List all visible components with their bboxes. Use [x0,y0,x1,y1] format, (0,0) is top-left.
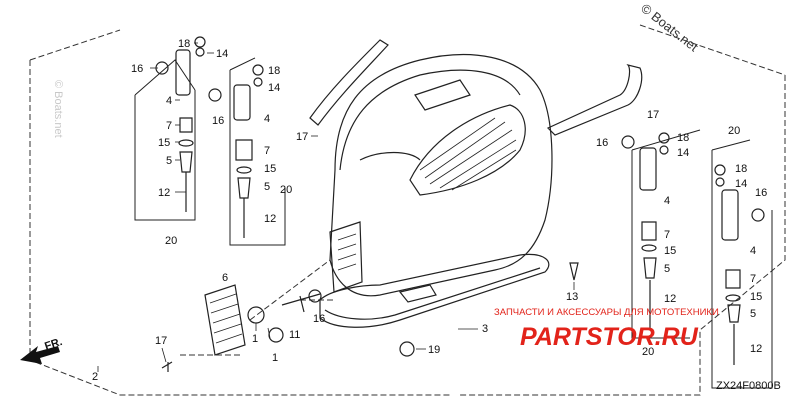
label-5: 5 [750,308,756,320]
label-11: 11 [289,329,300,341]
left-center-latch-parts [208,64,264,238]
label-18: 18 [268,65,280,77]
label-13: 13 [566,291,578,303]
right-latch-parts [714,164,765,365]
label-7: 7 [664,229,670,241]
label-14: 14 [216,48,228,60]
label-16: 16 [212,115,224,127]
label-17: 17 [647,109,659,121]
label-12: 12 [750,343,762,355]
label-17: 17 [296,131,308,143]
label-14: 14 [735,178,747,190]
label-7: 7 [166,120,172,132]
nut-part-lower [399,341,415,357]
right-latch-frame [711,139,773,389]
label-1: 1 [252,333,258,345]
label-5: 5 [166,155,172,167]
label-12: 12 [664,293,676,305]
label-12: 12 [158,187,170,199]
label-16: 16 [755,187,767,199]
label-15: 15 [264,163,276,175]
front-direction-arrow: FR. [20,336,64,364]
engine-cover [319,54,553,328]
label-4: 4 [664,195,670,207]
grommet-part-left [247,306,265,324]
label-18: 18 [735,163,747,175]
watermark-side: © Boats.net [52,80,64,138]
label-4: 4 [750,245,756,257]
label-15: 15 [750,291,762,303]
brand-banner-text: ЗАПЧАСТИ И АКСЕССУАРЫ ДЛЯ МОТОТЕХНИКИ [494,307,719,318]
label-19: 19 [428,344,440,356]
label-15: 15 [664,245,676,257]
diagram-code: ZX24F0800B [716,380,781,392]
left-latch-frame [134,59,196,221]
label-1: 1 [272,352,278,364]
label-16: 16 [131,63,143,75]
label-18: 18 [677,132,689,144]
front-direction-label: FR. [43,336,64,353]
right-trim-strip [546,63,643,136]
right-center-latch-frame [631,129,701,339]
label-20: 20 [642,346,654,358]
label-7: 7 [264,145,270,157]
bolt-part-right [569,262,579,281]
bolt-part [281,293,321,313]
label-12: 12 [264,213,276,225]
label-16: 16 [313,313,325,325]
label-4: 4 [166,95,172,107]
leader-lines [97,42,575,372]
label-5: 5 [264,181,270,193]
vent-cover-part [204,284,246,356]
left-center-latch-frame [229,57,286,246]
label-20: 20 [280,184,292,196]
lower-left-guide-line [180,259,335,356]
label-20: 20 [728,125,740,137]
label-14: 14 [677,147,689,159]
left-trim-strip [309,39,389,126]
label-17: 17 [155,335,167,347]
label-20: 20 [165,235,177,247]
right-center-latch-parts [621,132,670,330]
label-18: 18 [178,38,190,50]
grommet-part-upper [308,289,322,303]
left-latch-parts [155,36,206,212]
part-number-labels: 18 14 16 4 7 15 5 12 20 18 14 16 4 7 15 … [92,38,767,383]
label-16: 16 [596,137,608,149]
screw-part-lower [161,361,173,372]
label-3: 3 [482,323,488,335]
assembly-boundary-line [29,24,786,396]
label-15: 15 [158,137,170,149]
label-4: 4 [264,113,270,125]
label-7: 7 [750,273,756,285]
label-2: 2 [92,371,98,383]
label-14: 14 [268,82,280,94]
label-5: 5 [664,263,670,275]
brand-banner-logo: PARTSTOR.RU [520,323,699,351]
label-6: 6 [222,272,228,284]
watermark-top-right: © Boats.net [638,1,701,55]
grommet-part-right [268,327,284,343]
